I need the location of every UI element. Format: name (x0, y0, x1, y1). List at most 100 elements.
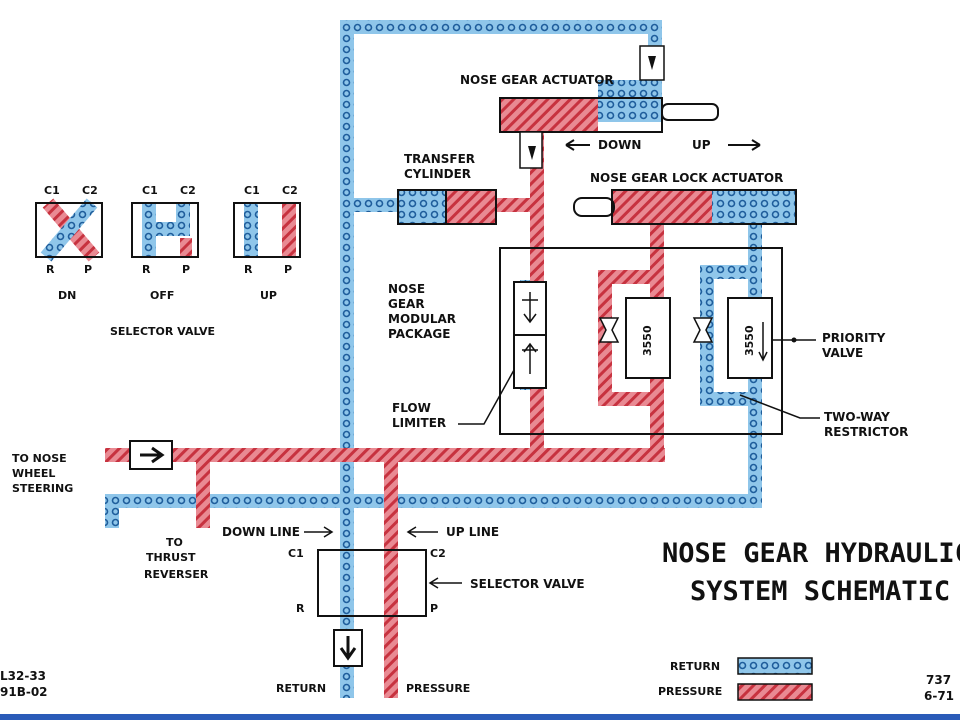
to-thrust-label-1: TO (166, 536, 183, 549)
pressure-transfer-branch (494, 198, 534, 212)
transfer-label-1: TRANSFER (404, 152, 475, 166)
main-selector-valve: DOWN LINE UP LINE C1 C2 R P SELECTOR VAL… (222, 525, 585, 695)
lock-actuator-pressure-side (612, 190, 712, 224)
pressure-line-label: PRESSURE (406, 682, 470, 695)
up-line-label: UP LINE (446, 525, 499, 539)
restrictor-right-icon (692, 317, 714, 343)
key-up: C1 C2 R P UP (233, 184, 301, 302)
valve-rating-1: 3550 (641, 325, 654, 356)
bottom-accent-bar (0, 714, 960, 720)
up-arrow-icon (728, 139, 761, 151)
return-main-vertical (340, 20, 354, 698)
package-label-2: GEAR (388, 297, 425, 311)
to-nose-label-3: STEERING (12, 482, 73, 495)
restrictor-label-2: RESTRICTOR (824, 425, 908, 439)
c2-label: C2 (430, 547, 446, 560)
key-off: C1 C2 R P OFF (131, 184, 199, 302)
nose-gear-actuator-cylinder (500, 98, 598, 132)
selector-valve-label: SELECTOR VALVE (470, 577, 585, 591)
valve-rating-2: 3550 (743, 325, 756, 356)
svg-text:C2: C2 (82, 184, 98, 197)
priority-valve-right (727, 297, 773, 379)
p-label: P (430, 602, 438, 615)
code-left-2: 91B-02 (0, 685, 48, 699)
legend: RETURN PRESSURE (658, 657, 813, 701)
legend-pressure-swatch (737, 683, 813, 701)
selector-key-heading: SELECTOR VALVE (110, 325, 215, 338)
down-line-label: DOWN LINE (222, 525, 300, 539)
svg-text:C2: C2 (180, 184, 196, 197)
down-arrow-icon (565, 139, 590, 151)
steering-branch: TO NOSE WHEEL STEERING TO THRUST REVERSE… (12, 440, 209, 581)
nose-gear-actuator: NOSE GEAR ACTUATOR DOWN UP (460, 45, 761, 169)
package-label-4: PACKAGE (388, 327, 450, 341)
return-left-stub (105, 494, 119, 528)
svg-text:C1: C1 (244, 184, 260, 197)
lock-actuator-return-side (712, 190, 796, 224)
pressure-priority-loop-bottom (598, 392, 656, 406)
key-off-label: OFF (150, 289, 174, 302)
to-thrust-label-2: THRUST (146, 551, 196, 564)
code-left-1: L32-33 (0, 669, 46, 683)
svg-text:R: R (244, 263, 253, 276)
priority-valve-label-2: VALVE (822, 346, 863, 360)
restrictor-label-1: TWO-WAY (824, 410, 890, 424)
corner-codes: L32-33 91B-02 737 6-71 (0, 669, 954, 703)
lock-actuator-label: NOSE GEAR LOCK ACTUATOR (590, 171, 783, 185)
transfer-cylinder-return-side (398, 190, 446, 224)
svg-text:R: R (46, 263, 55, 276)
legend-pressure-label: PRESSURE (658, 685, 722, 698)
priority-valve-left (625, 297, 671, 379)
nose-gear-actuator-label: NOSE GEAR ACTUATOR (460, 73, 614, 87)
svg-text:C2: C2 (282, 184, 298, 197)
svg-text:C1: C1 (142, 184, 158, 197)
svg-text:C1: C1 (44, 184, 60, 197)
return-line-label: RETURN (276, 682, 326, 695)
transfer-cylinder: TRANSFER CYLINDER (397, 152, 497, 225)
flow-limiter-label-1: FLOW (392, 401, 431, 415)
return-priority-loop-bottom (700, 392, 752, 406)
to-thrust-label-3: REVERSER (144, 568, 209, 581)
transfer-cylinder-pressure-side (446, 190, 496, 224)
actuator-rod (661, 103, 719, 121)
return-lines (105, 20, 796, 698)
svg-text:P: P (284, 263, 292, 276)
down-arrow-icon (339, 636, 357, 661)
pressure-priority-loop-top (598, 270, 656, 284)
r-label: R (296, 602, 305, 615)
legend-return-label: RETURN (670, 660, 720, 673)
nose-gear-lock-actuator: NOSE GEAR LOCK ACTUATOR (573, 171, 797, 225)
title-line-1: NOSE GEAR HYDRAULIC (662, 538, 960, 569)
svg-text:R: R (142, 263, 151, 276)
up-label: UP (692, 138, 711, 152)
code-right-1: 737 (926, 673, 951, 687)
key-dn-label: DN (58, 289, 76, 302)
svg-text:P: P (182, 263, 190, 276)
priority-valve-label-1: PRIORITY (822, 331, 886, 345)
to-nose-label-2: WHEEL (12, 467, 55, 480)
restrictor-left-icon (598, 317, 620, 343)
schematic-title: NOSE GEAR HYDRAULIC SYSTEM SCHEMATIC (662, 538, 960, 607)
title-line-2: SYSTEM SCHEMATIC (690, 576, 950, 607)
return-top-horizontal (340, 20, 662, 34)
right-arrow-icon (140, 446, 165, 464)
to-nose-label-1: TO NOSE (12, 452, 67, 465)
flow-limiter-label-2: LIMITER (392, 416, 446, 430)
pressure-thrust-stub (196, 448, 210, 528)
down-label: DOWN (598, 138, 641, 152)
return-actuator-rod-side (598, 80, 662, 122)
selector-valve-key: C1 C2 R P DN C1 C2 R P OFF C1 C2 (35, 184, 301, 338)
key-dn: C1 C2 R P DN (35, 184, 103, 302)
transfer-label-2: CYLINDER (404, 167, 471, 181)
c1-label: C1 (288, 547, 304, 560)
return-transfer-branch (340, 198, 400, 212)
code-right-2: 6-71 (924, 689, 954, 703)
legend-return-swatch (737, 657, 813, 675)
package-label-3: MODULAR (388, 312, 456, 326)
key-up-label: UP (260, 289, 277, 302)
return-bottom-horizontal (105, 494, 761, 508)
callouts: FLOW LIMITER PRIORITY VALVE TWO-WAY REST… (392, 331, 908, 439)
lock-actuator-rod (573, 197, 615, 217)
svg-text:P: P (84, 263, 92, 276)
